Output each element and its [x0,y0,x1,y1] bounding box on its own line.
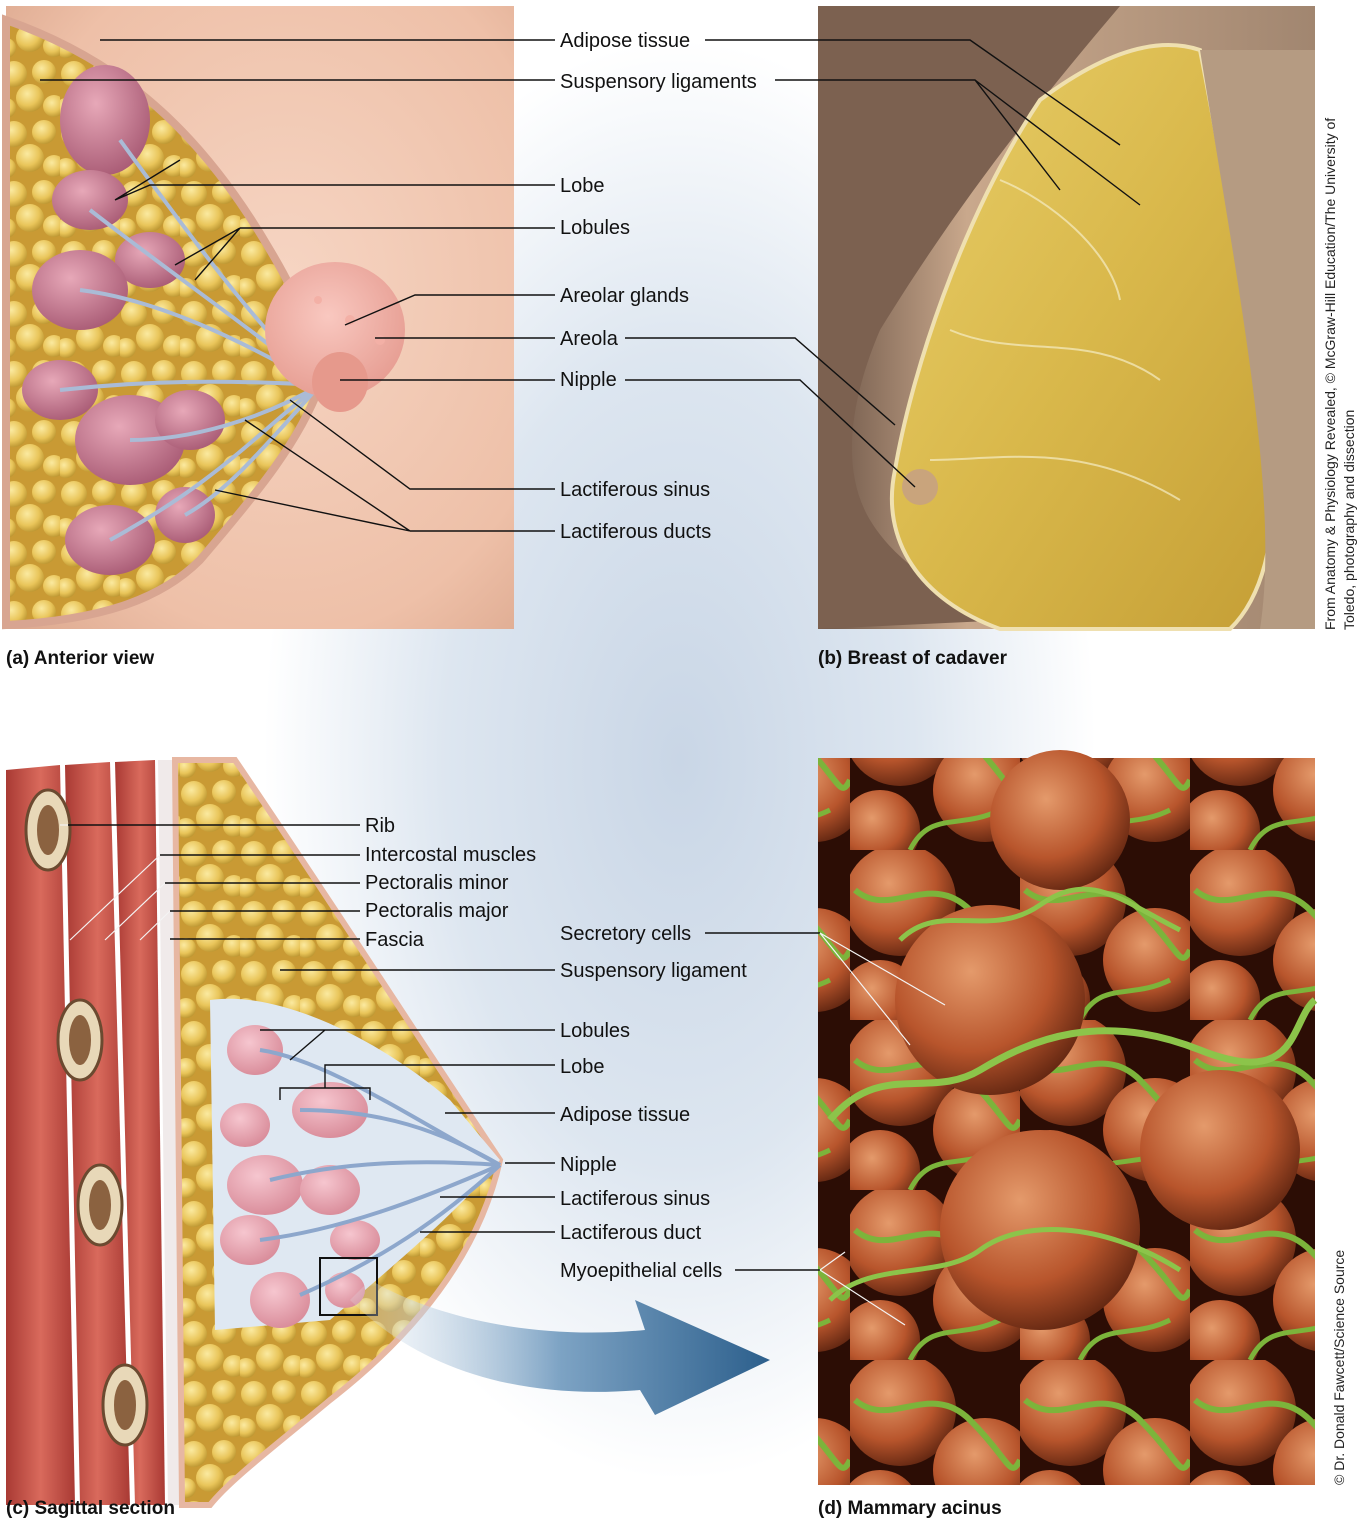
caption-mammary-acinus: (d) Mammary acinus [818,1498,1002,1519]
label-nipple-a: Nipple [560,369,617,391]
caption-anterior-view: (a) Anterior view [6,648,154,669]
label-suspensory-ligaments: Suspensory ligaments [560,71,757,93]
label-adipose-tissue-a: Adipose tissue [560,30,690,52]
label-lactiferous-duct: Lactiferous duct [560,1222,702,1244]
credit-panel-d: © Dr. Donald Fawcett/Science Source [1331,1250,1347,1485]
label-fascia: Fascia [365,929,425,951]
nipple-shape [312,352,368,412]
label-nipple-c: Nipple [560,1154,617,1176]
label-rib: Rib [365,815,395,837]
panel-b-photo [818,6,1315,629]
label-pectoralis-minor: Pectoralis minor [365,872,509,894]
label-myoepithelial-cells: Myoepithelial cells [560,1260,722,1282]
label-adipose-tissue-c: Adipose tissue [560,1104,690,1126]
label-lactiferous-sinus-a: Lactiferous sinus [560,479,710,501]
label-lactiferous-sinus-c: Lactiferous sinus [560,1188,710,1210]
panel-a-illustration [6,6,514,629]
label-areolar-glands: Areolar glands [560,285,689,307]
credit-panel-b-line2: Toledo, photography and dissection [1341,410,1357,630]
label-lobules-c: Lobules [560,1020,630,1042]
caption-sagittal-section: (c) Sagittal section [6,1498,175,1519]
label-lobules-a: Lobules [560,217,630,239]
caption-breast-of-cadaver: (b) Breast of cadaver [818,648,1008,669]
label-pectoralis-major: Pectoralis major [365,900,509,922]
label-lobe-c: Lobe [560,1056,605,1078]
label-secretory-cells: Secretory cells [560,923,691,945]
label-areola: Areola [560,328,619,350]
label-suspensory-ligament: Suspensory ligament [560,960,747,982]
label-intercostal-muscles: Intercostal muscles [365,844,536,866]
credit-panel-b-line1: From Anatomy & Physiology Revealed, © Mc… [1322,118,1338,630]
label-lobe-a: Lobe [560,175,605,197]
label-lactiferous-ducts: Lactiferous ducts [560,521,711,543]
panel-d-micrograph [818,750,1315,1485]
